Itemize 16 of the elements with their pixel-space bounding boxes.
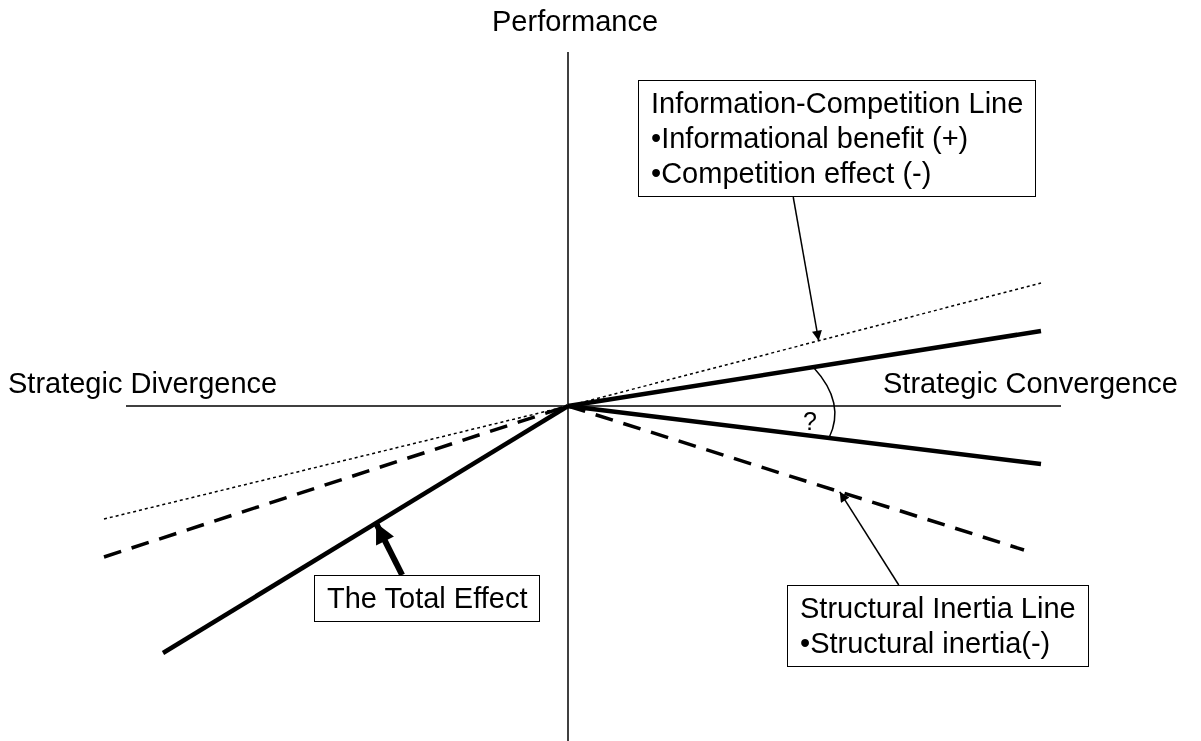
question-mark: ?	[803, 408, 817, 434]
axis-label: Performance	[492, 4, 658, 38]
callout-title: The Total Effect	[327, 581, 528, 616]
bullet-text: •Structural inertia(-)	[800, 626, 1052, 661]
axis-label: Strategic Divergence	[8, 366, 278, 400]
thick-arrow	[373, 521, 405, 577]
callout-box	[787, 585, 1089, 667]
callout-box	[638, 80, 1037, 197]
bullet-text: •Informational benefit (+)	[651, 121, 970, 156]
axis-label: Strategic Convergence	[883, 366, 1178, 400]
callout-title: Information-Competition Line	[651, 86, 1024, 121]
bullet-text: •Competition effect (-)	[651, 156, 933, 191]
callout-title: Structural Inertia Line	[800, 591, 1076, 626]
leader-arrow	[839, 491, 900, 586]
solid-line	[161, 404, 570, 655]
leader-arrow	[792, 196, 822, 342]
